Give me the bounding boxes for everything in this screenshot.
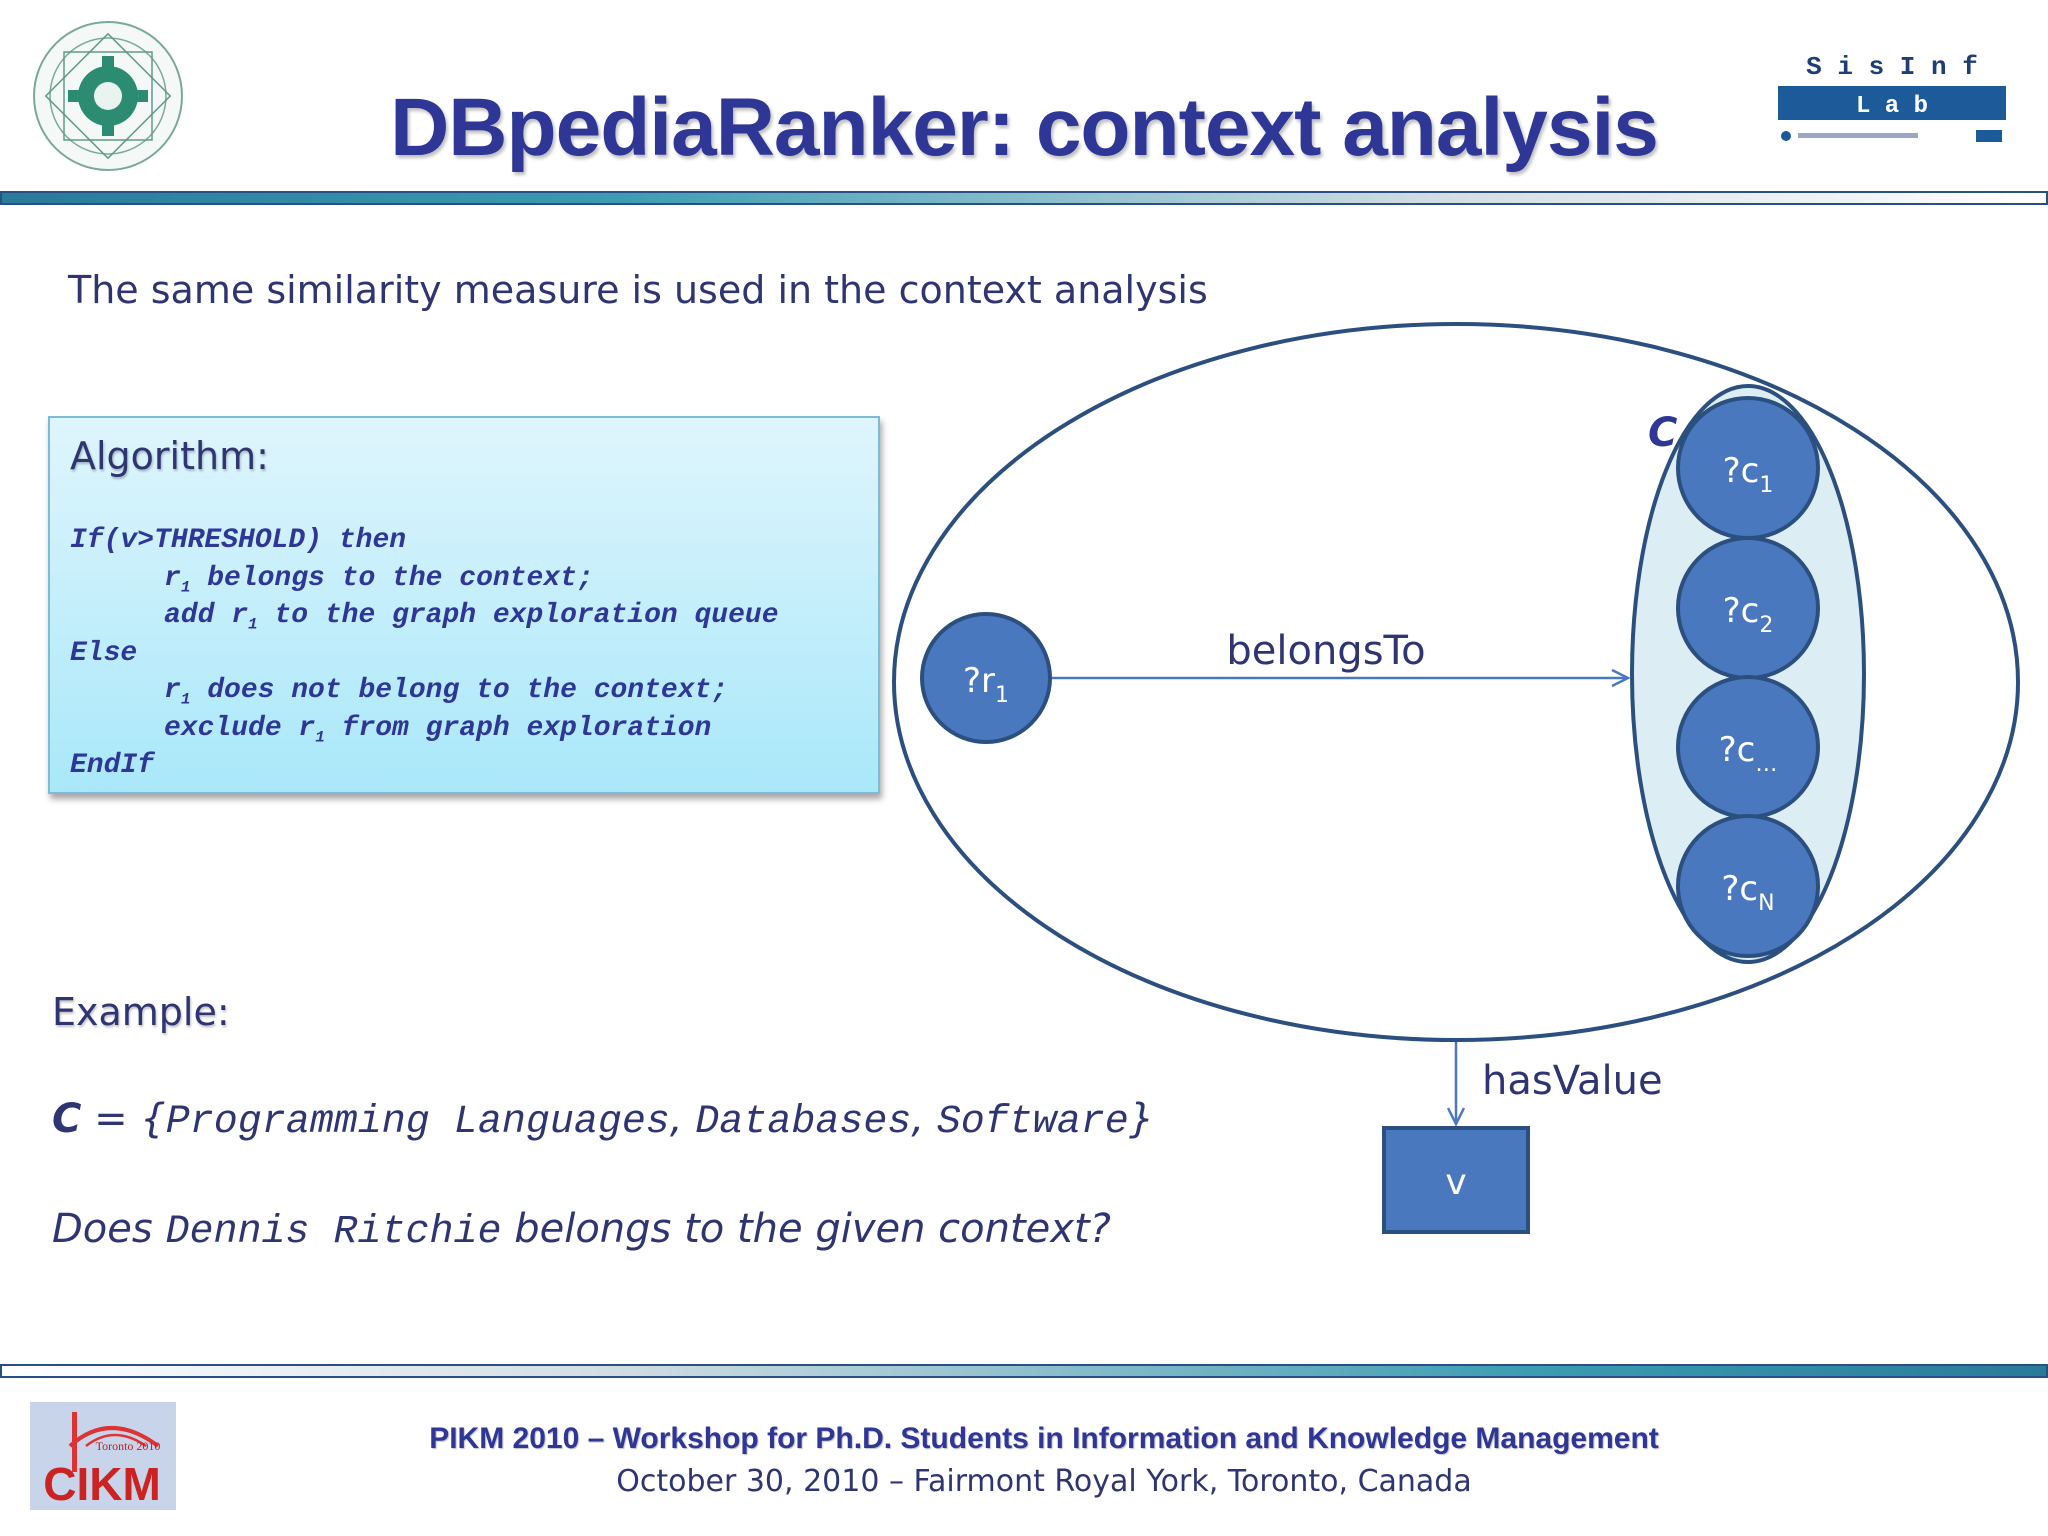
svg-text:?cN: ?cN <box>1721 869 1774 916</box>
sisinf-lab-logo: S i s I n f L a b <box>1778 52 2006 142</box>
svg-text:?r1: ?r1 <box>963 661 1009 708</box>
has-value-label: hasValue <box>1482 1058 1663 1104</box>
c-node: ?c… <box>1676 675 1820 819</box>
cikm-2010-logo: Toronto 2010 CIKM <box>30 1402 176 1510</box>
algorithm-line: exclude r1 from graph exploration <box>164 712 712 747</box>
algorithm-line: EndIf <box>70 750 155 781</box>
svg-text:?c1: ?c1 <box>1723 451 1774 498</box>
value-node: v <box>1382 1126 1530 1234</box>
context-set-label: C <box>1648 410 1677 456</box>
algorithm-line: Else <box>70 637 138 669</box>
example-heading: Example: <box>52 990 230 1034</box>
header-divider-band <box>0 191 2048 205</box>
example-context-set: C = {Programming Languages, Databases, S… <box>52 1096 1155 1145</box>
intro-text: The same similarity measure is used in t… <box>68 268 1208 312</box>
footer-subtitle: October 30, 2010 – Fairmont Royal York, … <box>616 1464 1472 1499</box>
cikm-year-text: Toronto 2010 <box>96 1439 161 1453</box>
lab-logo-bottom-text: L a b <box>1856 93 1928 120</box>
slide-title: DBpediaRanker: context analysis <box>390 82 1659 173</box>
algorithm-line: If(v>THRESHOLD) then <box>70 525 407 556</box>
example-question: Does Dennis Ritchie belongs to the given… <box>52 1206 1111 1255</box>
politecnico-bari-seal-logo <box>33 21 183 171</box>
outer-context-ellipse <box>892 322 2020 1042</box>
svg-text:?c…: ?c… <box>1719 730 1778 777</box>
c-node: ?c2 <box>1676 536 1820 680</box>
cikm-letters-text: CIKM <box>43 1458 161 1510</box>
belongs-to-label: belongsTo <box>1226 628 1425 674</box>
algorithm-line: r1 does not belong to the context; <box>164 675 729 709</box>
footer-title: PIKM 2010 – Workshop for Ph.D. Students … <box>429 1422 1659 1455</box>
lab-logo-top-text: S i s I n f <box>1806 52 1978 82</box>
algorithm-line: add r1 to the graph exploration queue <box>164 600 779 634</box>
footer-divider-band <box>0 1364 2048 1378</box>
svg-text:v: v <box>1445 1162 1466 1203</box>
r-node: ?r1 <box>920 612 1052 744</box>
context-set-ellipse <box>1630 384 1866 964</box>
svg-text:?c2: ?c2 <box>1723 591 1774 638</box>
algorithm-box: Algorithm: If(v>THRESHOLD) then r1 belon… <box>48 416 880 794</box>
c-node: ?c1 <box>1676 396 1820 540</box>
algorithm-line: r1 belongs to the context; <box>164 562 594 597</box>
c-node: ?cN <box>1676 814 1820 958</box>
algorithm-heading: Algorithm: <box>70 434 269 478</box>
algorithm-code: If(v>THRESHOLD) then r1 belongs to the c… <box>70 522 779 785</box>
